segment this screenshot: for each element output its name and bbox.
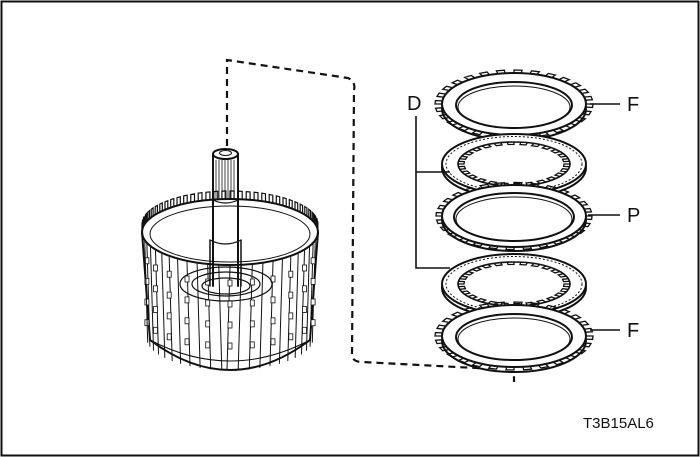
figure-code: T3B15AL6 <box>583 415 654 432</box>
label-f-top: F <box>627 94 639 116</box>
label-p: P <box>627 205 640 227</box>
steel-plate <box>435 181 593 252</box>
flange-plate-top <box>434 69 594 141</box>
flange-plate-bottom <box>434 301 594 373</box>
friction-disc-1 <box>441 133 587 199</box>
label-f-bottom: F <box>627 320 639 342</box>
label-d: D <box>407 93 421 115</box>
leader-lines <box>415 103 620 331</box>
assembly-path-line <box>225 58 516 382</box>
clutch-drum-assembly <box>141 148 319 371</box>
